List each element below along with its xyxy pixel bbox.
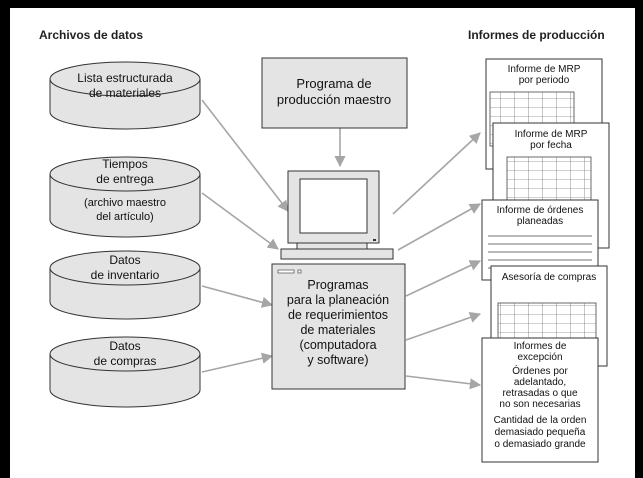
mrp-programs-line-4: de materiales — [300, 323, 375, 337]
mrp-programs-line-6: y software) — [307, 353, 368, 367]
data-file-lead-times-line-2: de entrega — [96, 172, 154, 186]
arrow-to-report-planned — [405, 260, 482, 297]
mrp-programs-line-3: de requerimientos — [288, 308, 388, 322]
report-purchasing-advice-line-1: Asesoría de compras — [502, 272, 597, 283]
report-purchasing-advice-table — [497, 302, 597, 340]
data-file-bom: Lista estructurada de materiales — [49, 61, 201, 130]
arrow-to-report-period — [392, 132, 481, 215]
report-exceptions-line-3: Órdenes por — [512, 364, 568, 377]
arrow-to-report-exception — [405, 375, 482, 390]
data-file-inventory-line-1: Datos — [109, 253, 140, 267]
mrp-programs-box: Programas para la planeación de requerim… — [271, 263, 406, 390]
data-file-bom-line-2: de materiales — [89, 86, 161, 100]
report-mrp-by-period-line-1: Informe de MRP — [508, 64, 581, 75]
mrp-diagram: Archivos de datos Informes de producción… — [39, 28, 610, 463]
mrp-programs-line-1: Programas — [307, 278, 368, 292]
report-mrp-by-period-line-2: por periodo — [519, 75, 570, 86]
data-file-purchasing-line-1: Datos — [109, 339, 140, 353]
report-exceptions-line-6: no son necesarias — [499, 399, 580, 410]
data-file-lead-times-line-4: del artículo) — [96, 211, 153, 223]
arrow-to-report-date — [397, 203, 481, 251]
data-file-lead-times: Tiempos de entrega (archivo maestro del … — [49, 156, 201, 238]
mrp-programs-line-5: (computadora — [299, 338, 376, 352]
report-exceptions-line-7: Cantidad de la orden — [494, 415, 587, 426]
data-file-lead-times-line-1: Tiempos — [102, 157, 148, 171]
data-file-inventory-line-2: de inventario — [91, 268, 160, 282]
data-file-purchasing: Datos de compras — [49, 336, 201, 408]
report-exceptions-line-9: o demasiado grande — [494, 439, 586, 450]
report-mrp-by-date-line-2: por fecha — [530, 140, 572, 151]
report-mrp-by-date-line-1: Informe de MRP — [515, 129, 588, 140]
flow-arrows — [201, 99, 482, 390]
master-program-line-2: producción maestro — [277, 92, 391, 107]
arrow-inventory-to-computer — [201, 285, 274, 308]
diagram-frame: Archivos de datos Informes de producción… — [10, 8, 635, 478]
data-files-heading: Archivos de datos — [39, 28, 143, 42]
computer-monitor — [280, 170, 394, 260]
report-planned-orders-line-1: Informe de órdenes — [497, 205, 584, 216]
report-exceptions-line-2: excepción — [517, 352, 562, 363]
data-file-inventory: Datos de inventario — [49, 250, 201, 320]
arrow-purchasing-to-computer — [201, 352, 274, 373]
report-exceptions-line-8: demasiado pequeña — [495, 427, 586, 438]
mrp-programs-line-2: para la planeación — [287, 293, 389, 307]
report-exceptions: Informes de excepción Órdenes por adelan… — [481, 337, 599, 463]
arrow-leadtime-to-computer — [201, 192, 279, 250]
report-planned-orders-line-2: planeadas — [517, 216, 563, 227]
master-production-program: Programa de producción maestro — [261, 57, 408, 129]
data-file-purchasing-line-2: de compras — [94, 354, 157, 368]
data-file-lead-times-line-3: (archivo maestro — [84, 197, 166, 209]
arrow-bom-to-computer — [201, 99, 289, 212]
report-exceptions-line-4: adelantado, — [514, 377, 566, 388]
arrow-to-report-purchasing — [405, 312, 482, 341]
report-exceptions-line-1: Informes de — [514, 341, 567, 352]
production-reports-heading: Informes de producción — [468, 28, 605, 42]
data-file-bom-line-1: Lista estructurada — [77, 71, 173, 85]
master-program-line-1: Programa de — [296, 76, 371, 91]
report-exceptions-line-5: retrasadas o que — [502, 388, 577, 399]
